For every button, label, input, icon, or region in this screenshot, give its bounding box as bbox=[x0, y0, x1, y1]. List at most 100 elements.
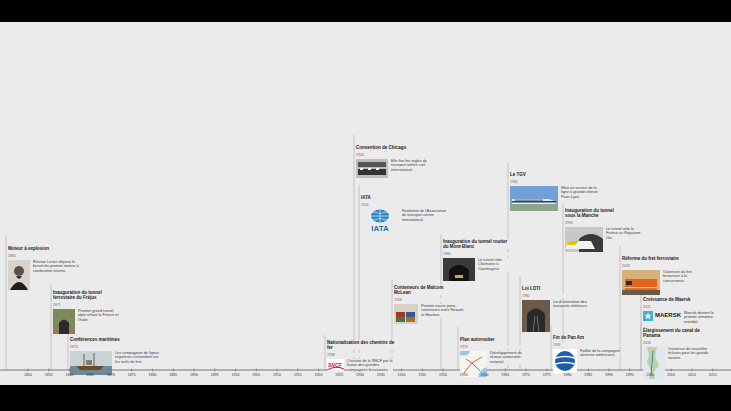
leader-line bbox=[325, 335, 326, 370]
timeline-event: Conteneurs de Malcom McLean 1956Premier n… bbox=[394, 280, 465, 324]
event-description-column: Fondation de l'Association du transport … bbox=[402, 209, 448, 223]
axis-tick bbox=[214, 369, 215, 372]
timeline-event: Loi LOTI 1982Loi d'orientation des transp… bbox=[522, 276, 591, 332]
event-description: Faillite de la compagnie aérienne améric… bbox=[580, 349, 620, 358]
event-description: Maersk devient le premier armateur mondi… bbox=[684, 311, 720, 325]
event-title: Convention de Chicago bbox=[356, 145, 406, 150]
event-title: Conteneurs de Malcom McLean bbox=[394, 285, 454, 295]
axis-year: 1860 bbox=[66, 373, 74, 377]
leader-line bbox=[641, 287, 642, 370]
event-year: 2006 bbox=[622, 264, 705, 268]
event-year: 1965 bbox=[443, 252, 518, 256]
event-description-column: Création de la SNCF par la fusion des gr… bbox=[347, 359, 393, 373]
event-year: 1994 bbox=[565, 221, 646, 225]
event-description: Premier grand tunnel alpin reliant la Fr… bbox=[78, 309, 122, 323]
timeline-event: Inauguration du tunnel routier du Mont-B… bbox=[443, 234, 518, 281]
event-illustration bbox=[394, 304, 418, 324]
leader-line bbox=[551, 325, 552, 370]
axis-tick bbox=[588, 369, 589, 372]
event-description: Le tunnel relie la France au Royaume-Uni… bbox=[606, 227, 646, 241]
axis-year: 2010 bbox=[688, 373, 696, 377]
timeline-event: Convention de Chicago1944Elle fixe les r… bbox=[356, 135, 439, 178]
event-title: Loi LOTI bbox=[522, 286, 540, 291]
axis-tick bbox=[546, 369, 547, 372]
event-illustration bbox=[510, 186, 558, 211]
leader-line bbox=[458, 327, 459, 370]
event-year: 1945 bbox=[361, 203, 448, 207]
event-row: MAERSKMaersk devient le premier armateur… bbox=[643, 311, 720, 325]
axis-year: 1855 bbox=[45, 373, 53, 377]
axis-year: 1940 bbox=[398, 373, 406, 377]
event-illustration bbox=[622, 270, 660, 295]
axis-year: 1900 bbox=[232, 373, 240, 377]
event-title: Croissance de Maersk bbox=[643, 297, 691, 302]
axis-tick bbox=[131, 369, 132, 372]
axis-tick bbox=[152, 369, 153, 372]
axis-tick bbox=[69, 369, 70, 372]
axis-year: 1885 bbox=[169, 373, 177, 377]
axis-tick bbox=[173, 369, 174, 372]
axis-tick bbox=[235, 369, 236, 372]
event-year: 1981 bbox=[510, 180, 601, 184]
event-description: Fondation de l'Association du transport … bbox=[402, 209, 448, 223]
timeline-event: Plan autoroutier1970Développement du rés… bbox=[460, 327, 534, 377]
axis-year: 1915 bbox=[294, 373, 302, 377]
event-description-column: Étienne Lenoir dépose le brevet du premi… bbox=[33, 260, 79, 274]
event-description-column: Loi d'orientation des transports intérie… bbox=[553, 300, 591, 309]
event-title: IATA bbox=[361, 195, 371, 200]
timeline-event: Conférences maritimes1875Les compagnies … bbox=[70, 327, 161, 375]
event-illustration bbox=[553, 349, 577, 373]
axis-year: 1960 bbox=[481, 373, 489, 377]
leader-line bbox=[51, 285, 52, 370]
event-description: Mise en service de la ligne à grande vit… bbox=[561, 186, 601, 200]
axis-tick bbox=[443, 369, 444, 372]
event-year: 1982 bbox=[522, 294, 591, 298]
axis-tick bbox=[609, 369, 610, 372]
event-row: Ouverture du fret ferroviaire à la concu… bbox=[622, 270, 705, 295]
event-title: Inauguration du tunnel routier du Mont-B… bbox=[443, 239, 513, 249]
axis-year: 1850 bbox=[24, 373, 32, 377]
axis-tick bbox=[671, 369, 672, 372]
axis-tick bbox=[256, 369, 257, 372]
event-title: Élargissement du canal de Panama bbox=[643, 328, 703, 338]
event-year: 1991 bbox=[553, 343, 620, 347]
event-description-column: Ouverture du fret ferroviaire à la concu… bbox=[663, 270, 705, 284]
event-illustration bbox=[8, 260, 30, 290]
event-illustration: SNCF bbox=[327, 359, 344, 371]
leader-line bbox=[641, 323, 642, 370]
timeline-event: Fin de Pan Am1991Faillite de la compagni… bbox=[553, 325, 620, 373]
logo-text: IATA bbox=[371, 224, 388, 233]
event-year: 1970 bbox=[460, 345, 534, 349]
event-year: 1956 bbox=[394, 298, 465, 302]
event-description: Ouverture de nouvelles écluses pour les … bbox=[668, 347, 710, 361]
axis-year: 2015 bbox=[709, 373, 717, 377]
event-row: Les compagnies de lignes régulières s'en… bbox=[70, 351, 161, 375]
event-title: Réforme du fret ferroviaire bbox=[622, 256, 679, 261]
axis-year: 1925 bbox=[335, 373, 343, 377]
logo-text: MAERSK bbox=[655, 312, 681, 318]
axis-tick bbox=[526, 369, 527, 372]
axis-year: 1970 bbox=[522, 373, 530, 377]
event-description: Les compagnies de lignes régulières s'en… bbox=[115, 351, 161, 365]
event-row: SNCFCréation de la SNCF par la fusion de… bbox=[327, 359, 397, 373]
event-description-column: Le tunnel relie Chamonix à Courmayeur. bbox=[478, 258, 518, 272]
event-illustration bbox=[53, 309, 75, 334]
axis-tick bbox=[505, 369, 506, 372]
axis-tick bbox=[401, 369, 402, 372]
event-description: Le tunnel relie Chamonix à Courmayeur. bbox=[478, 258, 518, 272]
axis-year: 1995 bbox=[626, 373, 634, 377]
event-description-column: Mise en service de la ligne à grande vit… bbox=[561, 186, 601, 200]
axis-tick bbox=[629, 369, 630, 372]
axis-tick bbox=[297, 369, 298, 372]
event-row: Loi d'orientation des transports intérie… bbox=[522, 300, 591, 332]
event-year: 1944 bbox=[356, 153, 439, 157]
event-description-column: Les compagnies de lignes régulières s'en… bbox=[115, 351, 161, 365]
event-description: Création de la SNCF par la fusion des gr… bbox=[347, 359, 393, 373]
event-row: Premier navire porte-conteneurs entre Ne… bbox=[394, 304, 465, 324]
event-illustration: IATA bbox=[361, 209, 399, 235]
axis-year: 1875 bbox=[128, 373, 136, 377]
axis-year: 1975 bbox=[543, 373, 551, 377]
timeline-event: Nationalisation des chemins de fer1938SN… bbox=[327, 335, 397, 373]
axis-tick bbox=[318, 369, 319, 372]
event-title: Moteur à explosion bbox=[8, 246, 49, 251]
